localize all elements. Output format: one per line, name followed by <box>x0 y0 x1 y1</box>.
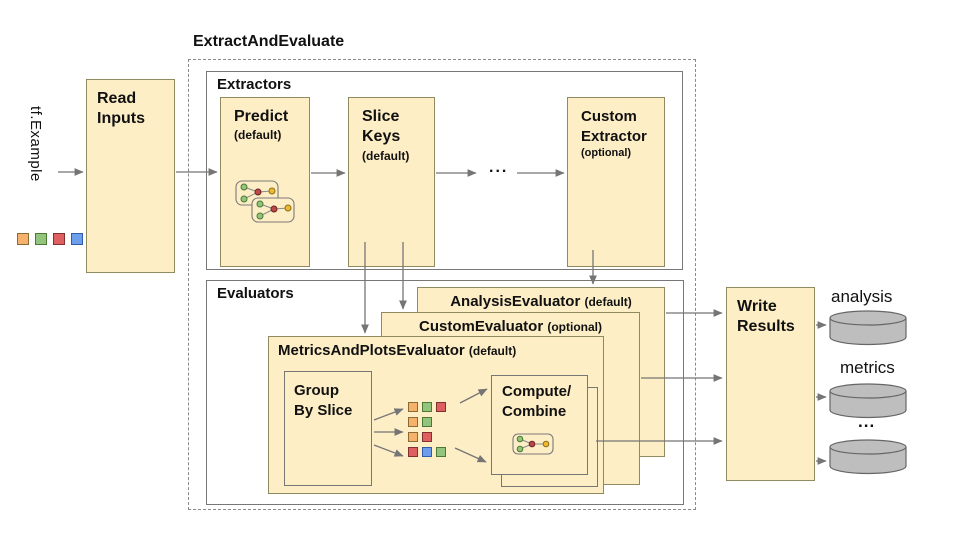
output-more-label: ... <box>858 412 876 431</box>
metrics-database-cylinder-icon <box>829 383 907 419</box>
orange-square-icon <box>408 417 418 427</box>
slice-keys-qualifier: (default) <box>362 148 410 163</box>
write-results-box: Write Results <box>726 287 815 481</box>
evaluators-title: Evaluators <box>217 285 294 302</box>
slice-keys-label: Slice Keys <box>362 108 401 146</box>
read-inputs-label: Read Inputs <box>97 90 145 128</box>
predict-label: Predict <box>234 108 289 125</box>
group-by-slice-label: Group By Slice <box>294 382 353 419</box>
green-square-icon <box>422 402 432 412</box>
custom-extractor-label: Custom Extractor <box>581 108 647 145</box>
slice-row <box>408 402 446 412</box>
custom-extractor-qualifier: (optional) <box>581 147 632 159</box>
custom-extractor-box: Custom Extractor (optional) <box>567 97 665 267</box>
more-database-cylinder-icon <box>829 439 907 475</box>
predict-qualifier: (default) <box>234 128 282 143</box>
green-square-icon <box>422 417 432 427</box>
red-square-icon <box>422 432 432 442</box>
compute-combine-label: Compute/ Combine <box>502 383 572 420</box>
red-square-icon <box>53 233 65 245</box>
output-analysis-label: analysis <box>831 287 893 306</box>
green-square-icon <box>436 447 446 457</box>
group-by-slice-box: Group By Slice <box>284 371 372 486</box>
extractors-ellipsis: ... <box>489 159 509 176</box>
extractors-container: Extractors <box>206 71 683 270</box>
pipeline-title: ExtractAndEvaluate <box>193 33 345 50</box>
predict-extractor-box: Predict (default) <box>220 97 310 267</box>
extract-and-evaluate-container <box>188 59 696 510</box>
metrics-and-plots-title: MetricsAndPlotsEvaluator (default) <box>278 342 517 359</box>
slice-squares-grid <box>408 402 446 462</box>
analysis-evaluator-title: AnalysisEvaluator (default) <box>450 293 632 310</box>
compute-combine-box: Compute/ Combine <box>491 375 588 475</box>
slice-keys-extractor-box: Slice Keys (default) <box>348 97 435 267</box>
write-results-label: Write Results <box>737 298 795 336</box>
input-example-squares <box>17 233 83 245</box>
analysis-database-cylinder-icon <box>829 310 907 346</box>
orange-square-icon <box>408 402 418 412</box>
extractors-title: Extractors <box>217 76 292 93</box>
orange-square-icon <box>17 233 29 245</box>
blue-square-icon <box>71 233 83 245</box>
green-square-icon <box>35 233 47 245</box>
evaluators-container: Evaluators <box>206 280 684 505</box>
custom-evaluator-title: CustomEvaluator (optional) <box>418 318 603 335</box>
red-square-icon <box>408 447 418 457</box>
output-metrics-label: metrics <box>840 358 895 377</box>
combine-graph-icon <box>512 433 554 455</box>
model-graph-icon <box>235 180 295 223</box>
orange-square-icon <box>408 432 418 442</box>
red-square-icon <box>436 402 446 412</box>
input-label: tf.Example <box>27 106 44 182</box>
slice-row <box>408 432 446 442</box>
slice-row <box>408 447 446 457</box>
blue-square-icon <box>422 447 432 457</box>
read-inputs-box: Read Inputs <box>86 79 175 273</box>
slice-row <box>408 417 446 427</box>
